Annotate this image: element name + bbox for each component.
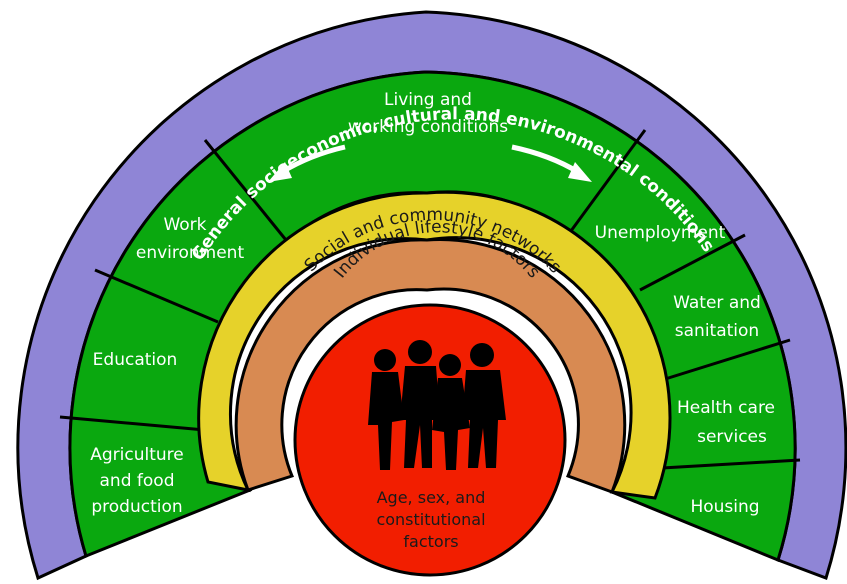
core-line2: constitutional (376, 510, 485, 529)
water-sanitation-line2: sanitation (675, 321, 759, 341)
arrow-left-head-icon (268, 162, 292, 182)
work-environment-line2: environment (136, 243, 245, 263)
agriculture-line1: Agriculture (90, 445, 184, 465)
core-line1: Age, sex, and (377, 488, 486, 507)
housing-label: Housing (690, 497, 759, 517)
arrow-right-head-icon (568, 162, 592, 182)
health-care-line2: services (697, 427, 767, 447)
work-environment-line1: Work (163, 215, 206, 235)
core-line3: factors (403, 532, 458, 551)
living-working-line2: working conditions (348, 117, 508, 137)
agriculture-line2: and food (100, 471, 175, 491)
agriculture-line3: production (91, 497, 182, 517)
segment-dividers (59, 129, 801, 470)
living-working-line1: Living and (384, 90, 472, 110)
expansion-arrows (268, 144, 592, 182)
water-sanitation-line1: Water and (673, 293, 761, 313)
people-silhouette-icon (368, 340, 506, 470)
lifestyle-band (234, 238, 627, 494)
education-label: Education (93, 350, 178, 370)
unemployment-label: Unemployment (595, 223, 726, 243)
health-care-line1: Health care (677, 398, 775, 418)
